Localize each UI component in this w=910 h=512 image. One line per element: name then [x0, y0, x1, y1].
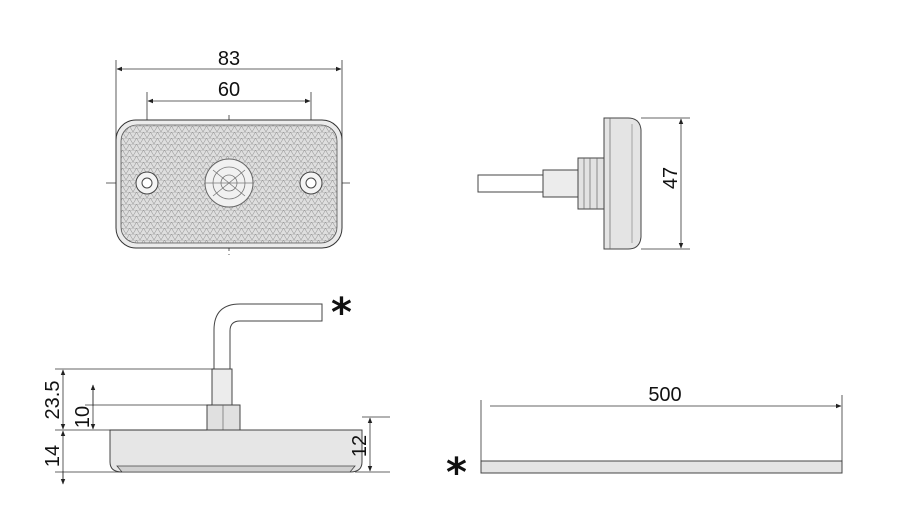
center-emblem [204, 158, 254, 208]
dim-label-12: 12 [349, 435, 371, 457]
profile-gland [206, 404, 241, 431]
profile-view: 23.5 10 14 12 * [42, 290, 390, 485]
dim-label-500: 500 [648, 384, 681, 406]
side-gland [577, 157, 605, 210]
side-cable [477, 174, 545, 193]
cable-length-view: 500 * [446, 384, 843, 496]
dim-label-60: 60 [218, 79, 240, 101]
side-body [603, 117, 642, 250]
dim-label-83: 83 [218, 48, 240, 70]
dim-label-10: 10 [72, 406, 94, 428]
mounting-hole-right [299, 171, 323, 195]
mounting-hole-left [135, 171, 159, 195]
front-view: 83 60 [106, 48, 352, 255]
dim-label-47: 47 [660, 167, 682, 189]
side-cable-boot [542, 169, 579, 198]
dim-label-14: 14 [42, 445, 64, 467]
dim-label-23-5: 23.5 [42, 381, 64, 420]
cable-end-marker-top: * [331, 290, 352, 336]
profile-lens-edge [116, 465, 356, 473]
profile-cable-boot [211, 368, 233, 406]
cable-end-marker-bottom: * [446, 450, 467, 496]
profile-cable [213, 303, 323, 373]
side-view: 47 [477, 117, 690, 250]
cable-straight [480, 460, 843, 474]
